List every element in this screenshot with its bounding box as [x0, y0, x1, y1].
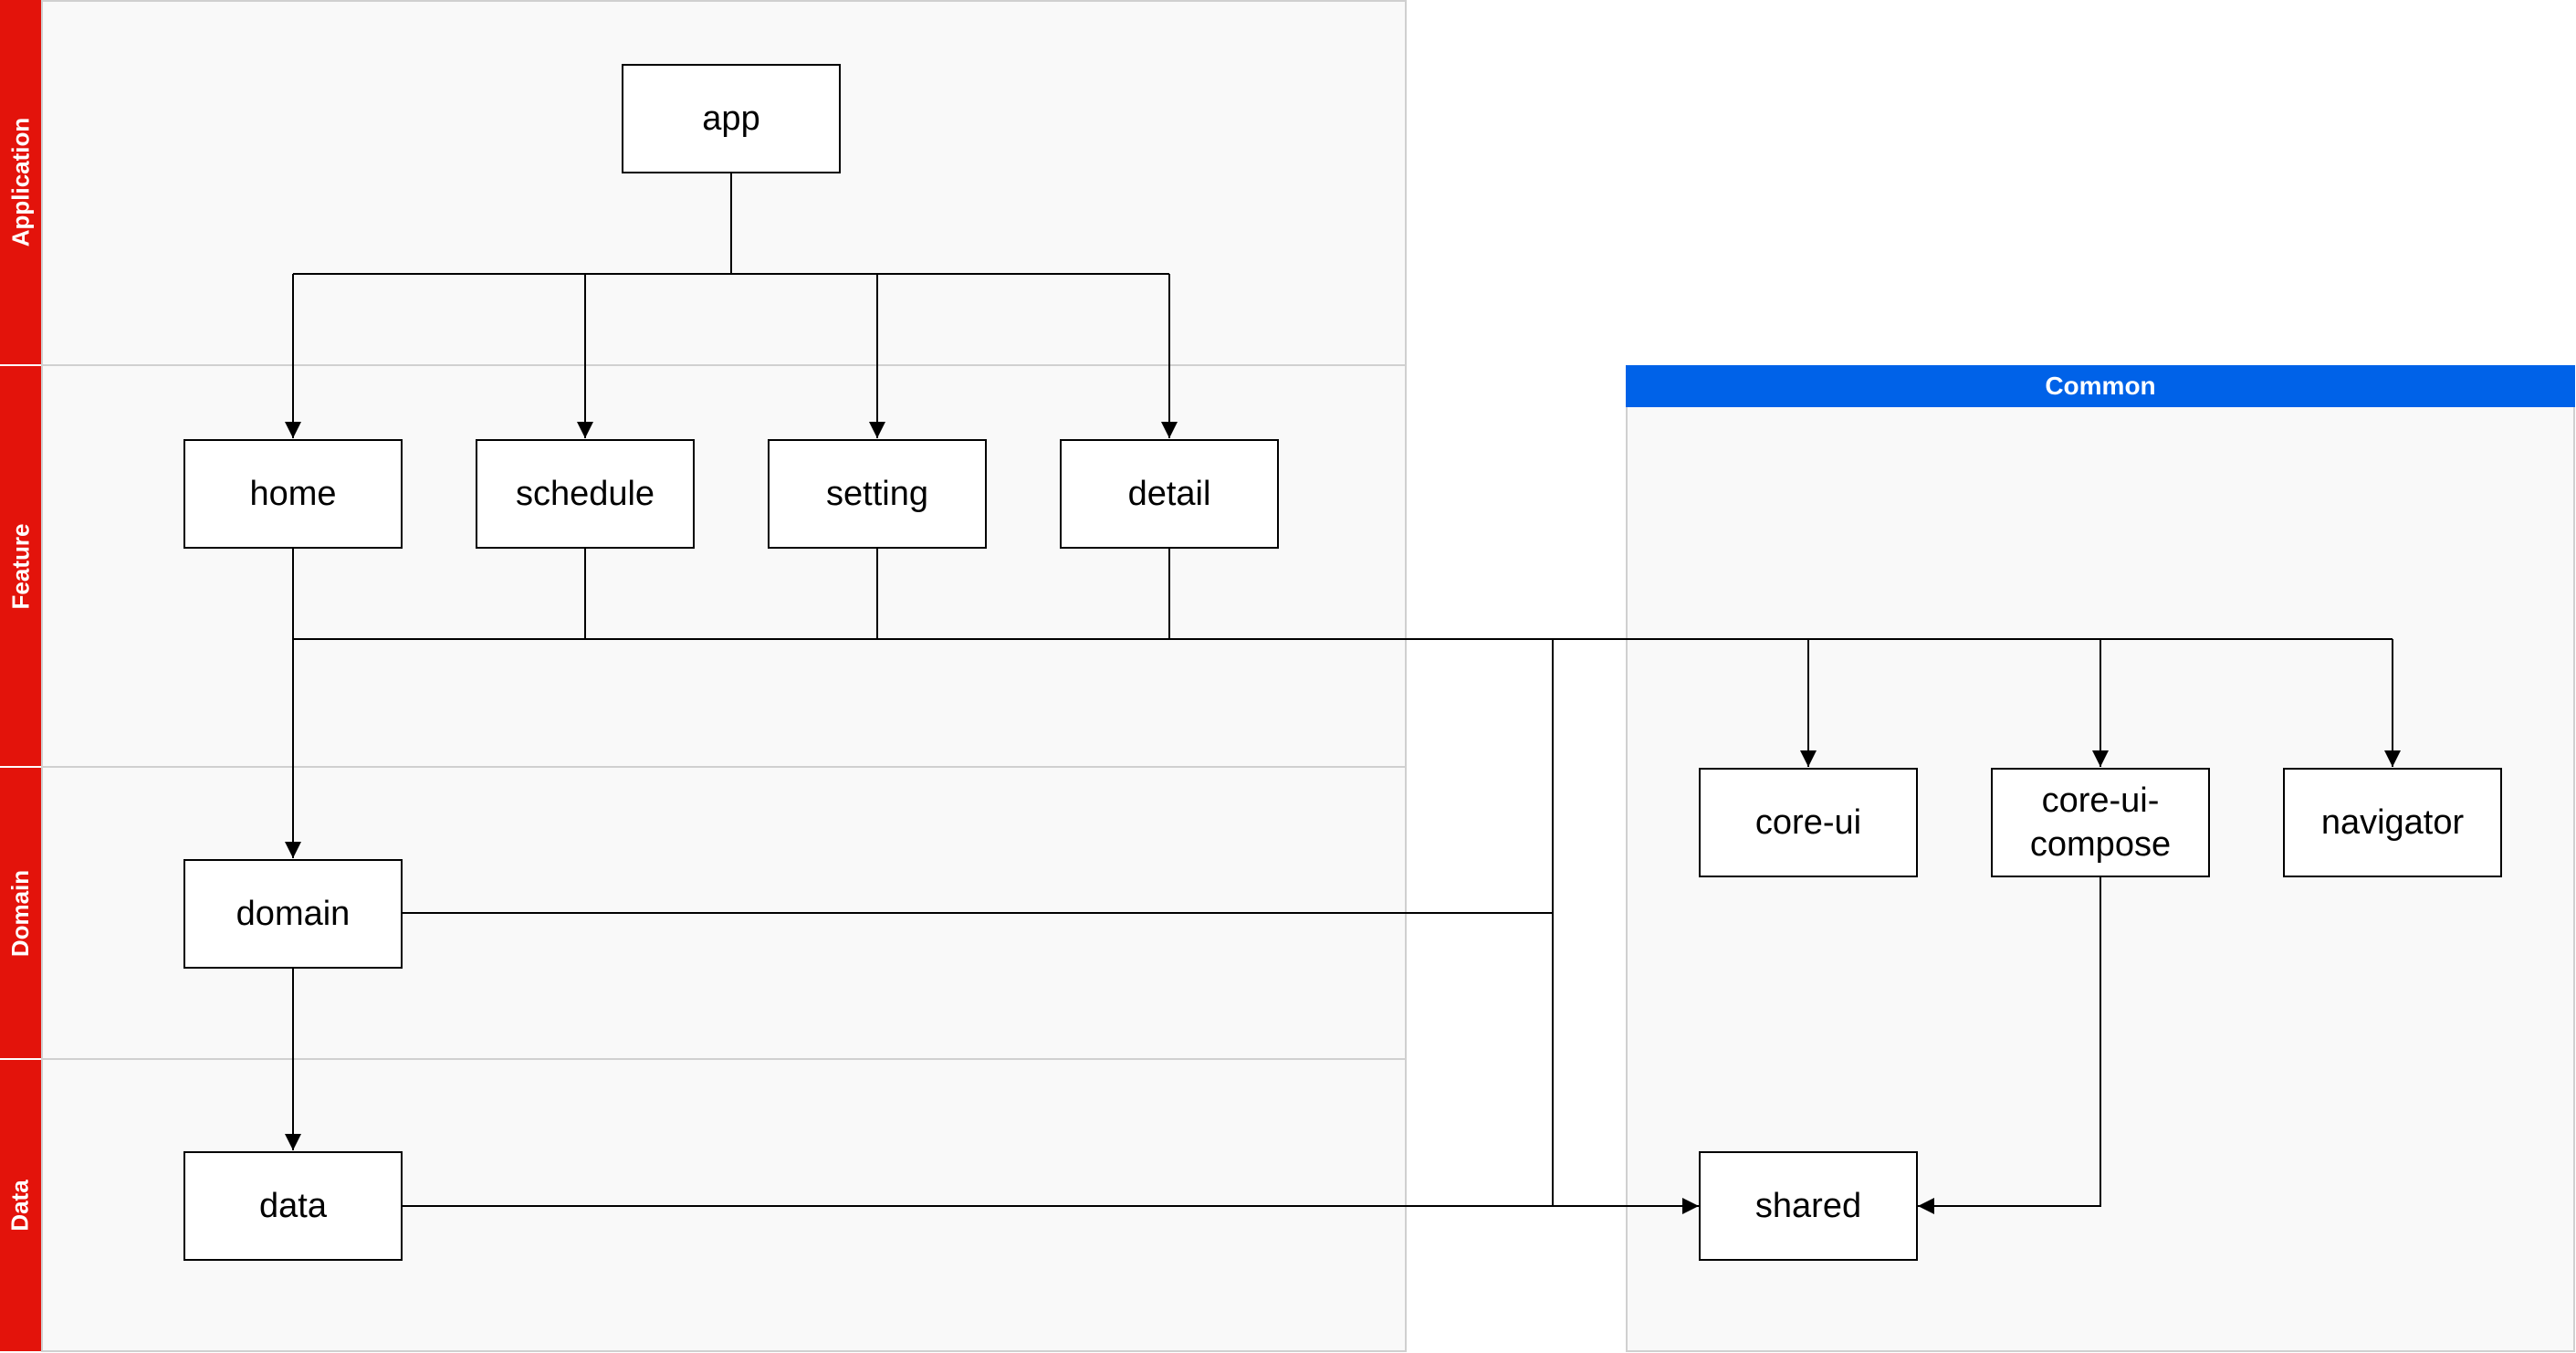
module-detail-label: detail [1127, 475, 1211, 513]
common-header: Common [1626, 365, 2575, 407]
module-data[interactable]: data [183, 1151, 403, 1261]
edge-compose-shared [1918, 877, 2101, 1214]
module-setting[interactable]: setting [768, 439, 987, 549]
module-domain[interactable]: domain [183, 859, 403, 969]
module-setting-label: setting [826, 475, 928, 513]
data-lane-label: Data [0, 1060, 41, 1353]
module-app[interactable]: app [622, 64, 841, 173]
module-home-label: home [249, 475, 337, 513]
module-schedule-label: schedule [515, 475, 655, 513]
module-shared[interactable]: shared [1699, 1151, 1918, 1261]
domain-lane-label: Domain [0, 768, 41, 1060]
module-schedule[interactable]: schedule [476, 439, 695, 549]
module-core-ui[interactable]: core-ui [1699, 768, 1918, 877]
module-data-label: data [259, 1187, 327, 1225]
module-shared-label: shared [1754, 1187, 1862, 1225]
application-lane [41, 0, 1407, 366]
module-navigator[interactable]: navigator [2283, 768, 2502, 877]
feature-lane-label: Feature [0, 366, 41, 768]
application-lane-label: Application [0, 0, 41, 366]
module-core-ui-compose[interactable]: core-ui-compose [1991, 768, 2210, 877]
feature-lane [41, 364, 1407, 768]
module-app-label: app [702, 100, 760, 138]
module-navigator-label: navigator [2320, 803, 2465, 842]
module-core-ui-label: core-ui [1754, 803, 1862, 842]
module-core-ui-compose-label: core-ui-compose [2029, 781, 2172, 864]
module-domain-label: domain [236, 895, 351, 933]
module-home[interactable]: home [183, 439, 403, 549]
module-detail[interactable]: detail [1060, 439, 1279, 549]
